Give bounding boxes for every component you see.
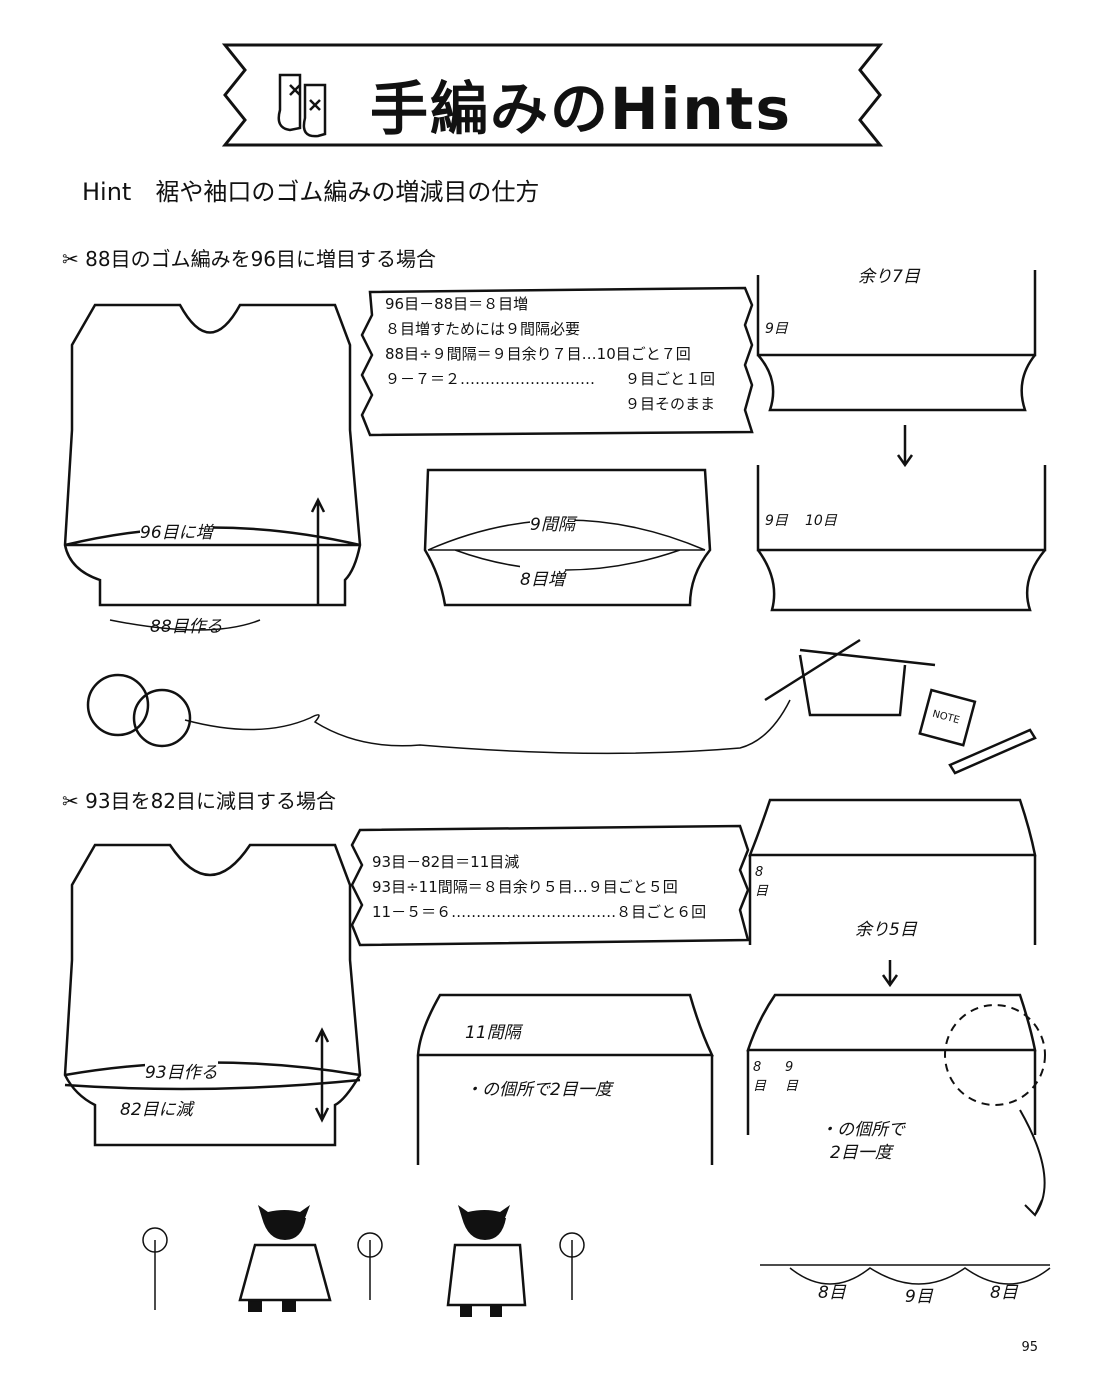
section-heading-increase: ✂ 88目のゴム編みを96目に増目する場合 <box>62 247 437 271</box>
label-increase-to: 96目に増 <box>140 518 213 543</box>
label-nine: 9目 <box>765 513 788 529</box>
notebook-icon <box>918 688 977 747</box>
label-decrease-to: 82目に減 <box>120 1100 193 1120</box>
label-nine: 9目 <box>765 321 788 337</box>
label-nine: 9目 <box>785 1060 799 1094</box>
calc-line: 88目÷９間隔＝９目余り７目…10目ごと７回 <box>385 345 691 363</box>
calc-line: ８目増すためには９間隔必要 <box>385 320 581 338</box>
label-ten: 10目 <box>805 513 837 529</box>
calc-line: 96目－88目＝８目増 <box>385 295 529 313</box>
socks-icon <box>277 73 327 138</box>
label-eight: 8目 <box>755 865 769 899</box>
label-eight: 8目 <box>753 1060 767 1094</box>
calc-box-increase: 96目－88目＝８目増 ８目増すためには９間隔必要 88目÷９間隔＝９目余り７目… <box>385 292 691 392</box>
count-label: 9目 <box>905 1287 933 1307</box>
hint-subtitle: Hint 裾や袖口のゴム編みの増減目の仕方 <box>82 178 540 206</box>
calc-branch: ９目ごと１回 ９目そのまま <box>625 367 715 417</box>
label-intervals: 9間隔 <box>530 510 575 535</box>
label-cast-on-2: 93目作る <box>145 1058 218 1083</box>
ruler-icon <box>948 728 1037 775</box>
label-k2tog-2: 2目一度 <box>830 1143 892 1163</box>
heading-text: 88目のゴム編みを96目に増目する場合 <box>85 247 437 271</box>
calc-line: ９－７＝２……………………… <box>385 370 596 388</box>
calc-line: 93目－82目＝11目減 <box>372 853 520 871</box>
cat-character-icon <box>248 1205 510 1317</box>
label-remaining-2: 余り5目 <box>855 915 917 940</box>
calc-box-decrease: 93目－82目＝11目減 93目÷11間隔＝８目余り５目…９目ごと５回 11－５… <box>372 850 706 925</box>
section-heading-decrease: ✂ 93目を82目に減目する場合 <box>62 789 337 813</box>
calc-line: ９目そのまま <box>625 395 716 413</box>
calc-box-2 <box>350 824 750 947</box>
flower-icon <box>142 1227 585 1310</box>
count-label: 8目 <box>990 1283 1018 1303</box>
vest-front-1 <box>63 303 362 607</box>
yarn-ball-icon <box>86 673 150 737</box>
label-cast-on: 88目作る <box>150 617 223 637</box>
page-number: 95 <box>1021 1340 1038 1355</box>
knitting-needles-icon <box>764 638 936 717</box>
vest-front-2 <box>63 843 362 1147</box>
label-intervals-2: 11間隔 <box>465 1018 521 1043</box>
label-k2tog-1: ・の個所で <box>820 1120 905 1140</box>
label-increase: 8目増 <box>520 565 565 590</box>
label-k2tog: ・の個所で2目一度 <box>465 1080 612 1100</box>
calc-line: ９目ごと１回 <box>625 370 716 388</box>
count-label: 8目 <box>818 1283 846 1303</box>
calc-line: 11－５＝６……………………………８目ごと６回 <box>372 903 707 921</box>
calc-line: 93目÷11間隔＝８目余り５目…９目ごと５回 <box>372 878 678 896</box>
title-banner <box>221 43 884 147</box>
calc-box-1 <box>360 286 754 437</box>
label-remaining: 余り7目 <box>858 267 920 287</box>
heading-text: 93目を82目に減目する場合 <box>85 789 337 813</box>
page-title: 手編みのHints <box>370 75 792 143</box>
